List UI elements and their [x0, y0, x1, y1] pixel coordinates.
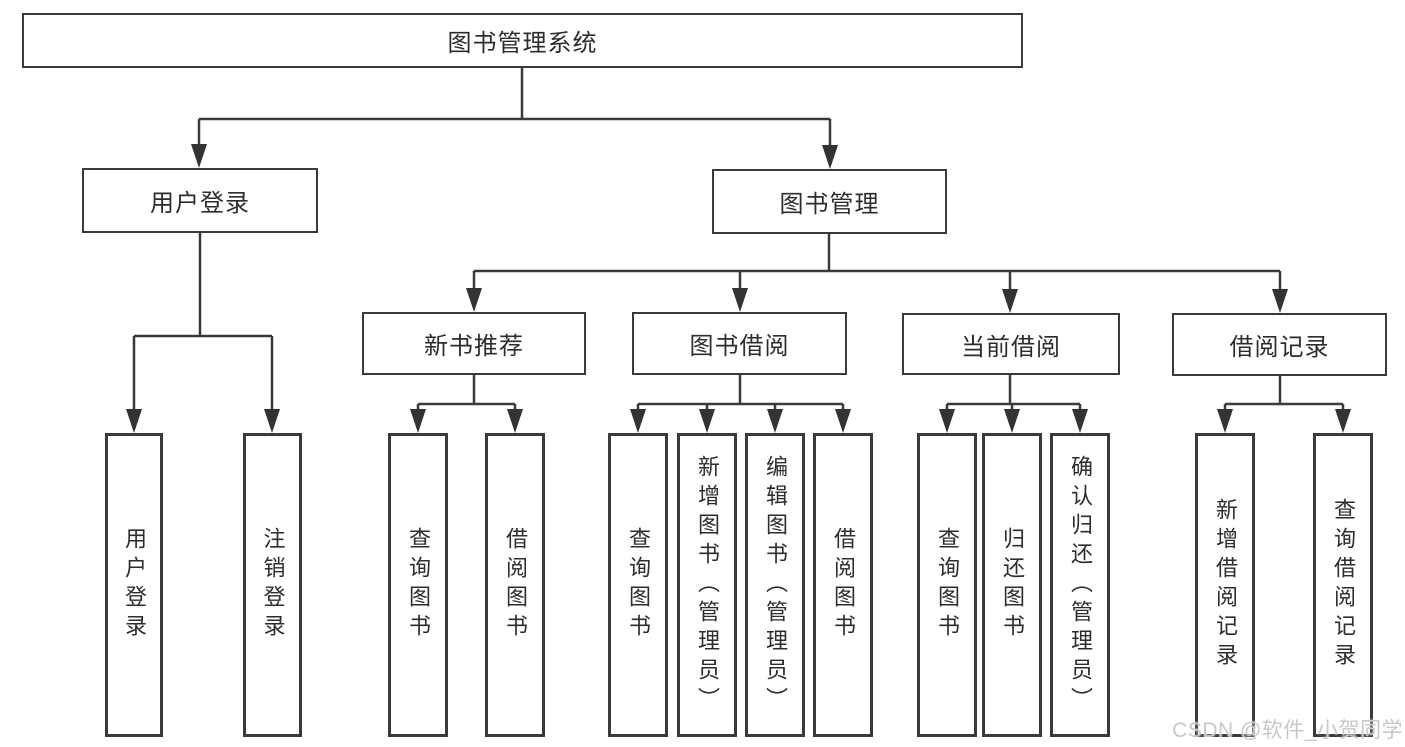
- node-label: 借阅记录: [1229, 334, 1330, 361]
- leaf-label: 注销登录: [260, 527, 286, 643]
- leaf-user-login: 用户登录: [105, 433, 163, 737]
- node-book-borrowing: 图书借阅: [632, 312, 847, 375]
- leaf-label: 归还图书: [1000, 527, 1025, 643]
- leaf-confirm-return-admin: 确认归还（管理员）: [1050, 433, 1110, 737]
- leaf-borrow-books-recommend: 借阅图书: [485, 433, 545, 737]
- node-new-book-recommendation: 新书推荐: [362, 312, 586, 375]
- leaf-query-books-recommend: 查询图书: [388, 433, 448, 737]
- arrow-down-icon: [1217, 409, 1233, 433]
- leaf-edit-books-admin: 编辑图书（管理员）: [745, 433, 805, 737]
- leaf-borrow-books: 借阅图书: [813, 433, 873, 737]
- node-label: 图书管理系统: [447, 30, 598, 57]
- arrow-down-icon: [466, 288, 482, 312]
- arrow-down-icon: [191, 144, 207, 168]
- node-library-management-system: 图书管理系统: [22, 13, 1023, 68]
- node-book-management: 图书管理: [712, 169, 947, 234]
- node-label: 图书借阅: [689, 333, 790, 360]
- arrow-down-icon: [767, 409, 783, 433]
- leaf-label: 确认归还（管理员）: [1068, 454, 1093, 716]
- leaf-query-borrow-record: 查询借阅记录: [1313, 433, 1373, 737]
- node-borrowing-records: 借阅记录: [1172, 313, 1387, 376]
- arrow-down-icon: [410, 409, 426, 433]
- arrow-down-icon: [126, 409, 142, 433]
- leaf-return-books: 归还图书: [982, 433, 1042, 737]
- leaf-add-borrow-record: 新增借阅记录: [1195, 433, 1255, 737]
- arrow-down-icon: [264, 409, 280, 433]
- arrow-down-icon: [822, 145, 838, 169]
- leaf-query-books-borrow: 查询图书: [608, 433, 668, 737]
- leaf-query-books-current: 查询图书: [917, 433, 977, 737]
- node-label: 用户登录: [150, 190, 250, 217]
- leaf-label: 查询图书: [626, 527, 651, 643]
- arrow-down-icon: [1272, 289, 1288, 313]
- tree-edges: [132, 68, 1345, 412]
- leaf-label: 查询图书: [935, 527, 960, 643]
- arrow-down-icon: [1335, 409, 1351, 433]
- arrow-down-icon: [630, 409, 646, 433]
- node-user-login: 用户登录: [82, 168, 318, 233]
- arrow-down-icon: [1004, 409, 1020, 433]
- leaf-label: 借阅图书: [503, 527, 528, 643]
- arrowhead-icons: [126, 144, 1351, 433]
- node-current-borrowing: 当前借阅: [902, 313, 1120, 375]
- arrow-down-icon: [1002, 289, 1018, 313]
- arrow-down-icon: [699, 409, 715, 433]
- csdn-watermark: CSDN @软件_小贺同学: [1172, 719, 1403, 742]
- node-label: 新书推荐: [424, 333, 524, 360]
- leaf-label: 查询借阅记录: [1331, 498, 1356, 672]
- arrow-down-icon: [1072, 409, 1088, 433]
- node-label: 当前借阅: [961, 333, 1061, 361]
- leaf-label: 新增借阅记录: [1213, 498, 1238, 672]
- leaf-label: 借阅图书: [831, 527, 856, 643]
- leaf-label: 查询图书: [406, 527, 431, 643]
- arrow-down-icon: [507, 409, 523, 433]
- leaf-logout: 注销登录: [243, 433, 302, 737]
- leaf-label: 新增图书（管理员）: [695, 454, 720, 716]
- arrow-down-icon: [732, 288, 748, 312]
- leaf-label: 编辑图书（管理员）: [763, 454, 788, 716]
- node-label: 图书管理: [779, 191, 880, 218]
- arrow-down-icon: [939, 409, 955, 433]
- leaf-label: 用户登录: [122, 527, 147, 643]
- leaf-add-books-admin: 新增图书（管理员）: [677, 433, 737, 737]
- arrow-down-icon: [835, 409, 851, 433]
